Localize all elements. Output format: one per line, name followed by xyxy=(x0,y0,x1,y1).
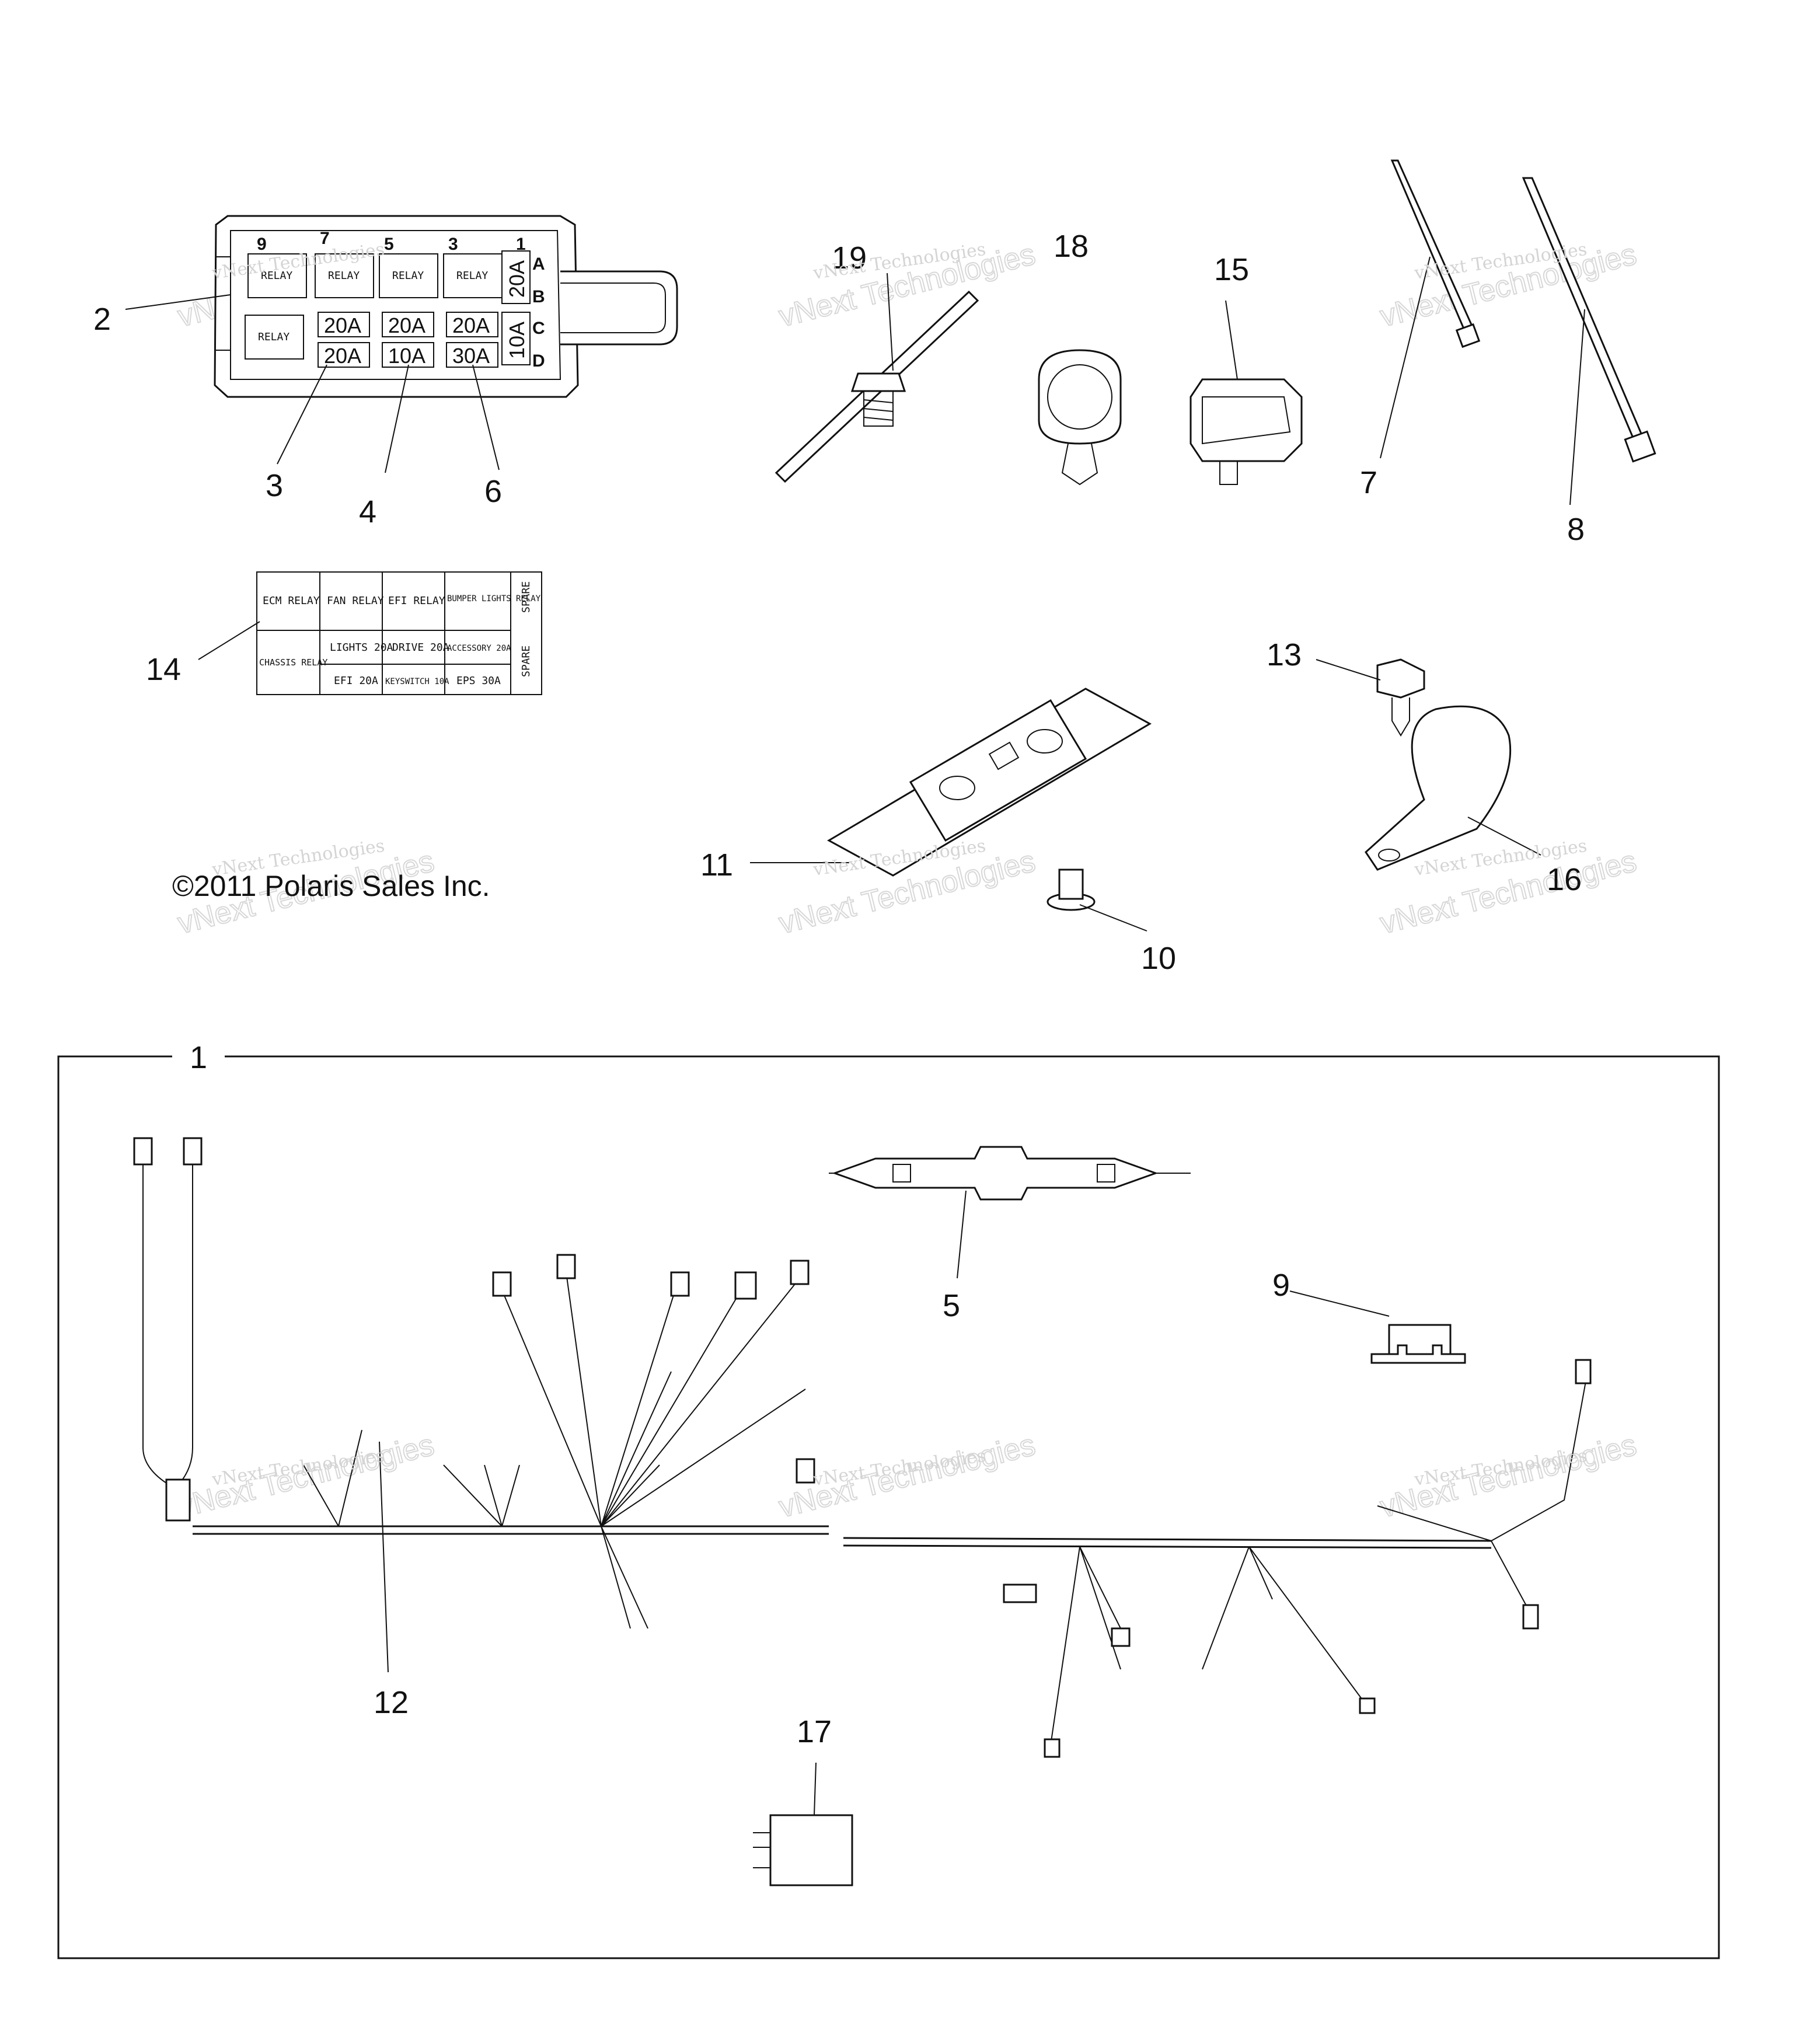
fuse-label-decal: ECM RELAY FAN RELAY EFI RELAY BUMPER LIG… xyxy=(256,571,542,695)
relay-label: RELAY xyxy=(456,270,488,282)
side-fuse-rating: 10A xyxy=(505,322,529,359)
callout-13: 13 xyxy=(1267,637,1302,672)
decal-text: EFI 20A xyxy=(334,675,378,687)
tie-mount xyxy=(775,290,979,483)
callout-1: 1 xyxy=(190,1040,207,1075)
decal-text: EPS 30A xyxy=(456,675,501,687)
connector xyxy=(1189,378,1303,485)
fuse-rating: 20A xyxy=(324,344,361,368)
mount-bracket xyxy=(826,688,1152,877)
wire-harness xyxy=(133,1137,1592,1758)
slot-number: 1 xyxy=(516,235,526,254)
fuse-rating: 10A xyxy=(388,344,425,368)
callout-2: 2 xyxy=(93,302,111,337)
fuse-rating: 20A xyxy=(388,313,425,337)
callout-6: 6 xyxy=(484,474,502,509)
decal-text: EFI RELAY xyxy=(388,595,445,607)
relay-label: RELAY xyxy=(392,270,424,282)
callout-9: 9 xyxy=(1272,1268,1290,1303)
cable-tie-long xyxy=(1522,177,1656,463)
decal-text: ACCESSORY 20A xyxy=(447,644,511,653)
callout-numbers: 1 2 3 4 5 6 7 8 9 10 11 12 13 14 15 16 1… xyxy=(93,229,1585,1749)
slot-number: 9 xyxy=(257,235,267,254)
slot-number: 7 xyxy=(320,229,330,248)
copyright-notice: ©2011 Polaris Sales Inc. xyxy=(172,870,490,902)
relay-label: RELAY xyxy=(261,270,292,282)
leader-lines xyxy=(125,256,1585,1816)
harness-frame xyxy=(57,1055,1720,1959)
callout-19: 19 xyxy=(832,240,867,275)
fuse-rating: 20A xyxy=(324,313,361,337)
decal-text: SPARE xyxy=(520,581,532,613)
callout-17: 17 xyxy=(797,1714,832,1749)
decal-text: FAN RELAY xyxy=(327,595,384,607)
inline-fuse-holder xyxy=(829,1146,1191,1201)
cable-tie-short xyxy=(1390,159,1481,348)
row-letter: A xyxy=(532,254,545,274)
callout-3: 3 xyxy=(266,468,283,503)
callout-8: 8 xyxy=(1567,512,1585,547)
callout-12: 12 xyxy=(374,1685,409,1720)
callout-5: 5 xyxy=(943,1288,960,1323)
decal-text: DRIVE 20A xyxy=(392,641,449,654)
push-pin xyxy=(1047,868,1096,911)
harness-clip xyxy=(1038,349,1122,486)
fuse-box: 9 7 5 3 1 RELAY RELAY RELAY RELAY RELAY … xyxy=(214,215,678,398)
circuit-breaker xyxy=(1370,1324,1466,1364)
side-fuse-rating: 20A xyxy=(505,260,529,298)
decal-text: ECM RELAY xyxy=(263,595,320,607)
callout-10: 10 xyxy=(1141,941,1176,976)
decal-text: BUMPER LIGHTS RELAY xyxy=(447,594,541,604)
fuse-rating: 30A xyxy=(452,344,490,368)
row-letter: D xyxy=(532,351,545,371)
p-clamp xyxy=(1365,705,1512,871)
row-letter: B xyxy=(532,287,545,306)
callout-18: 18 xyxy=(1054,229,1089,264)
callout-4: 4 xyxy=(359,494,376,529)
fuse-rating: 20A xyxy=(452,313,490,337)
callout-7: 7 xyxy=(1360,465,1377,500)
row-letter: C xyxy=(532,319,545,338)
callout-16: 16 xyxy=(1547,862,1582,897)
decal-text: SPARE xyxy=(520,646,532,677)
slot-number: 5 xyxy=(384,235,394,254)
relay-label: RELAY xyxy=(328,270,360,282)
relay-label: RELAY xyxy=(258,331,289,343)
callout-15: 15 xyxy=(1214,252,1249,287)
decal-text: LIGHTS 20A xyxy=(330,641,393,654)
bolt xyxy=(1376,658,1425,737)
callout-11: 11 xyxy=(700,847,733,883)
decal-text: CHASSIS RELAY xyxy=(259,657,327,668)
slot-number: 3 xyxy=(448,235,458,254)
decal-text: KEYSWITCH 10A xyxy=(385,677,449,686)
callout-14: 14 xyxy=(146,652,181,687)
relay xyxy=(753,1814,853,1886)
